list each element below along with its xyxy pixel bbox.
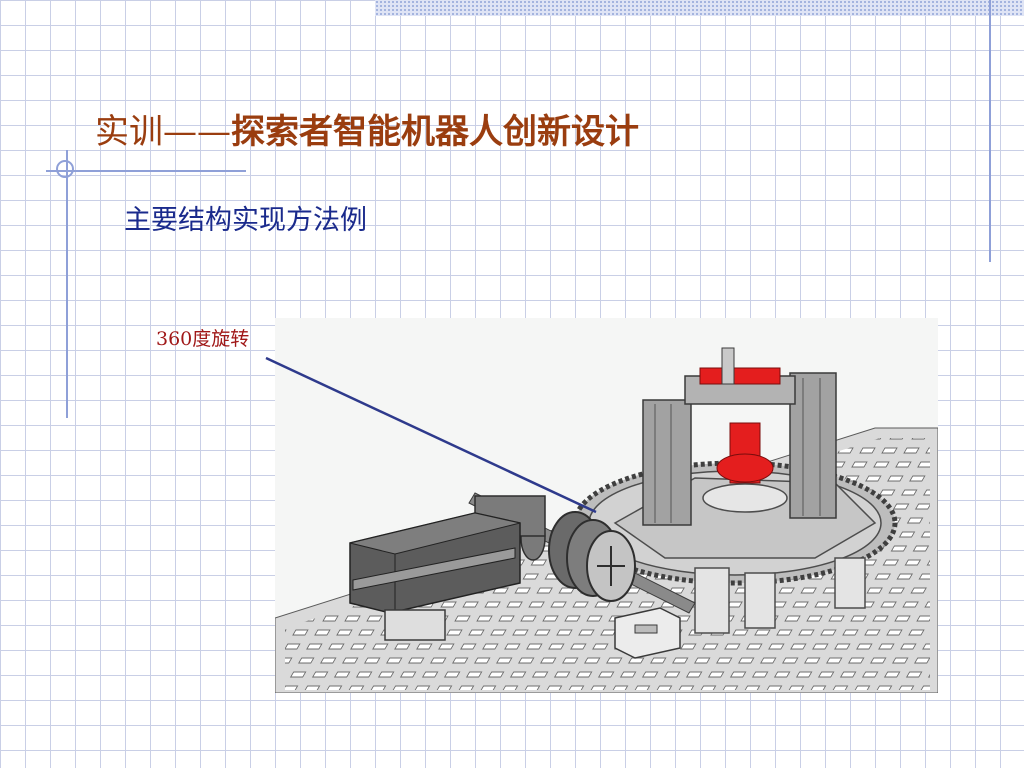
turntable-bearing: [702, 483, 788, 513]
motor-mount: [384, 609, 446, 641]
red-rotation-hub: [716, 453, 774, 483]
motor-seam: [352, 547, 516, 591]
gear-support-left: [694, 567, 730, 634]
title-main: 探索者智能机器人创新设计: [231, 112, 639, 152]
title-prefix: 实训——: [95, 112, 231, 152]
left-vertical-rule: [66, 150, 68, 418]
top-decorative-band: [375, 0, 1024, 16]
right-vertical-rule: [989, 0, 991, 262]
robot-mechanism-figure: [275, 318, 938, 693]
title-underline-rule: [46, 170, 246, 172]
mechanism-illustration: [275, 318, 938, 693]
tower-pillar-left: [642, 399, 692, 526]
gear-support-mid: [744, 572, 776, 629]
tower-pillar-right: [789, 372, 837, 519]
gear-support-right: [834, 557, 866, 609]
slide-title: 实训——探索者智能机器人创新设计: [95, 104, 639, 153]
red-top-bracket: [699, 367, 781, 385]
slide-subtitle: 主要结构实现方法例: [124, 205, 367, 236]
rotation-annotation: 360度旋转: [156, 328, 250, 350]
decorative-circle: [56, 160, 74, 178]
